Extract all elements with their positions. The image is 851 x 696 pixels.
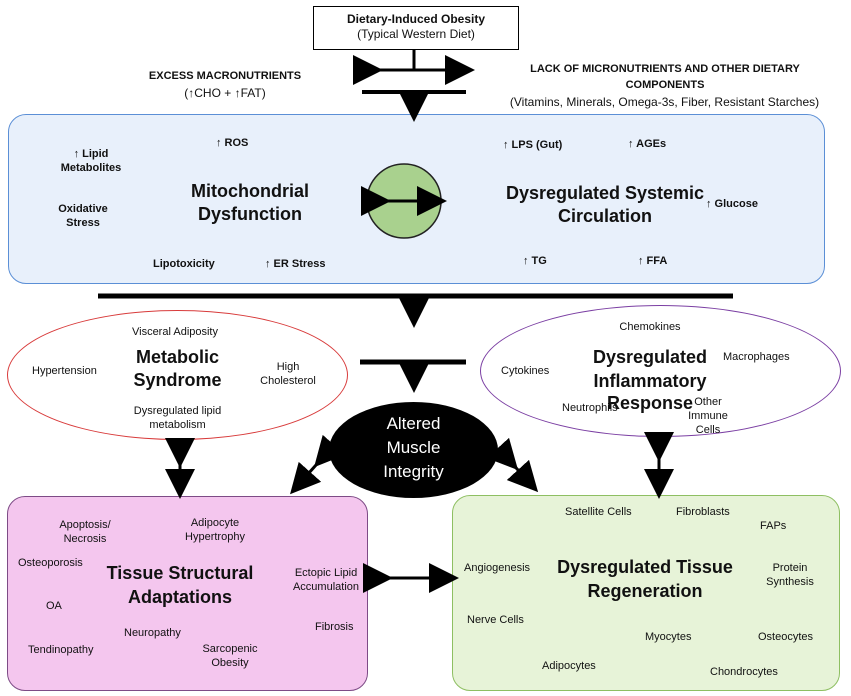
systemic-circulation-line1: Dysregulated Systemic: [505, 183, 705, 203]
fibroblasts: Fibroblasts: [676, 506, 730, 518]
center-regeneration-arrow: [486, 437, 539, 493]
mitochondrial-dysfunction-line2: Dysfunction: [197, 204, 302, 224]
tissue-regeneration-box: [452, 495, 840, 691]
metabolic-syndrome-ellipse: [7, 310, 348, 440]
metabolic-syndrome-title1: Metabolic: [135, 347, 219, 367]
altered-line: Altered: [386, 414, 441, 433]
adipocytes: Adipocytes: [542, 660, 596, 672]
ectopic-lipid-accumulation: Ectopic Lipid Accumulation: [292, 567, 360, 593]
metabolic-syndrome-title2: Syndrome: [133, 370, 222, 390]
tissue-structural-title2: Adaptations: [127, 587, 232, 607]
systemic-circulation-line2: Circulation: [557, 206, 652, 226]
tissue-structural-box: [7, 496, 368, 691]
fibrosis: Fibrosis: [315, 621, 354, 633]
tissue-regeneration-title2: Regeneration: [587, 581, 703, 601]
tissue-regeneration-title1: Dysregulated Tissue: [557, 557, 733, 577]
dietary-obesity-subtitle: (Typical Western Diet): [357, 27, 475, 41]
lack-micronutrients-label-2: COMPONENTS: [625, 79, 705, 91]
lack-micronutrients-sub: (Vitamins, Minerals, Omega-3s, Fiber, Re…: [509, 95, 820, 109]
faps: FAPs: [760, 520, 787, 532]
er-stress: ↑ ER Stress: [265, 258, 326, 270]
ros: ↑ ROS: [216, 137, 249, 149]
hypertension: Hypertension: [32, 365, 97, 377]
oxidative-stress: Oxidative Stress: [58, 203, 108, 229]
osteocytes: Osteocytes: [758, 631, 814, 643]
glucose: ↑ Glucose: [706, 198, 758, 210]
neutrophils: Neutrophils: [562, 402, 618, 414]
lipid-metabolites: ↑ Lipid Metabolites: [60, 148, 122, 174]
mitochondrial-dysfunction-line1: Mitochondrial: [191, 181, 309, 201]
ages: ↑ AGEs: [628, 138, 667, 150]
inflammatory-title2: Inflammatory Response: [593, 371, 707, 413]
nerve-cells: Nerve Cells: [467, 614, 524, 626]
lipotoxicity: Lipotoxicity: [153, 258, 215, 270]
macrophages: Macrophages: [723, 351, 790, 363]
dietary-obesity-box: Dietary-Induced Obesity (Typical Western…: [313, 6, 519, 50]
center-structural-arrow: [290, 434, 346, 495]
other-immune-cells: Other Immune Cells: [688, 396, 728, 436]
tissue-structural-title1: Tissue Structural: [106, 563, 254, 583]
altered-muscle-ellipse: [329, 402, 498, 498]
satellite-cells: Satellite Cells: [565, 506, 632, 518]
protein-synthesis: Protein Synthesis: [766, 562, 814, 588]
apoptosis-necrosis: Apoptosis/ Necrosis: [59, 519, 111, 545]
excess-macronutrients-label: EXCESS MACRONUTRIENTS: [148, 70, 302, 82]
angiogenesis: Angiogenesis: [464, 562, 531, 574]
oa: OA: [46, 600, 62, 612]
chemokines: Chemokines: [619, 321, 681, 333]
adipocyte-hypertrophy: Adipocyte Hypertrophy: [185, 517, 245, 543]
excess-macronutrients-sub: (↑CHO + ↑FAT): [184, 86, 266, 100]
osteoporosis: Osteoporosis: [18, 557, 83, 569]
myocytes: Myocytes: [645, 631, 692, 643]
chondrocytes: Chondrocytes: [710, 666, 778, 678]
ffa: ↑ FFA: [638, 255, 668, 267]
lps-gut: ↑ LPS (Gut): [503, 139, 563, 151]
tendinopathy: Tendinopathy: [28, 644, 94, 656]
inflammatory-title1: Dysregulated: [592, 347, 708, 367]
sarcopenic-obesity: Sarcopenic Obesity: [202, 643, 258, 669]
dysregulated-lipid-metabolism: Dysregulated lipid metabolism: [133, 405, 222, 431]
lack-micronutrients-label: LACK OF MICRONUTRIENTS AND OTHER DIETARY: [530, 63, 800, 75]
visceral-adiposity: Visceral Adiposity: [131, 326, 218, 338]
cytokines: Cytokines: [501, 365, 550, 377]
tg: ↑ TG: [523, 255, 547, 267]
high-cholesterol: High Cholesterol: [260, 361, 316, 387]
neuropathy: Neuropathy: [124, 627, 181, 639]
inflammatory-ellipse: [480, 305, 841, 437]
integrity-line: Integrity: [383, 462, 444, 481]
dietary-obesity-title: Dietary-Induced Obesity: [346, 12, 486, 26]
muscle-line: Muscle: [386, 438, 441, 457]
